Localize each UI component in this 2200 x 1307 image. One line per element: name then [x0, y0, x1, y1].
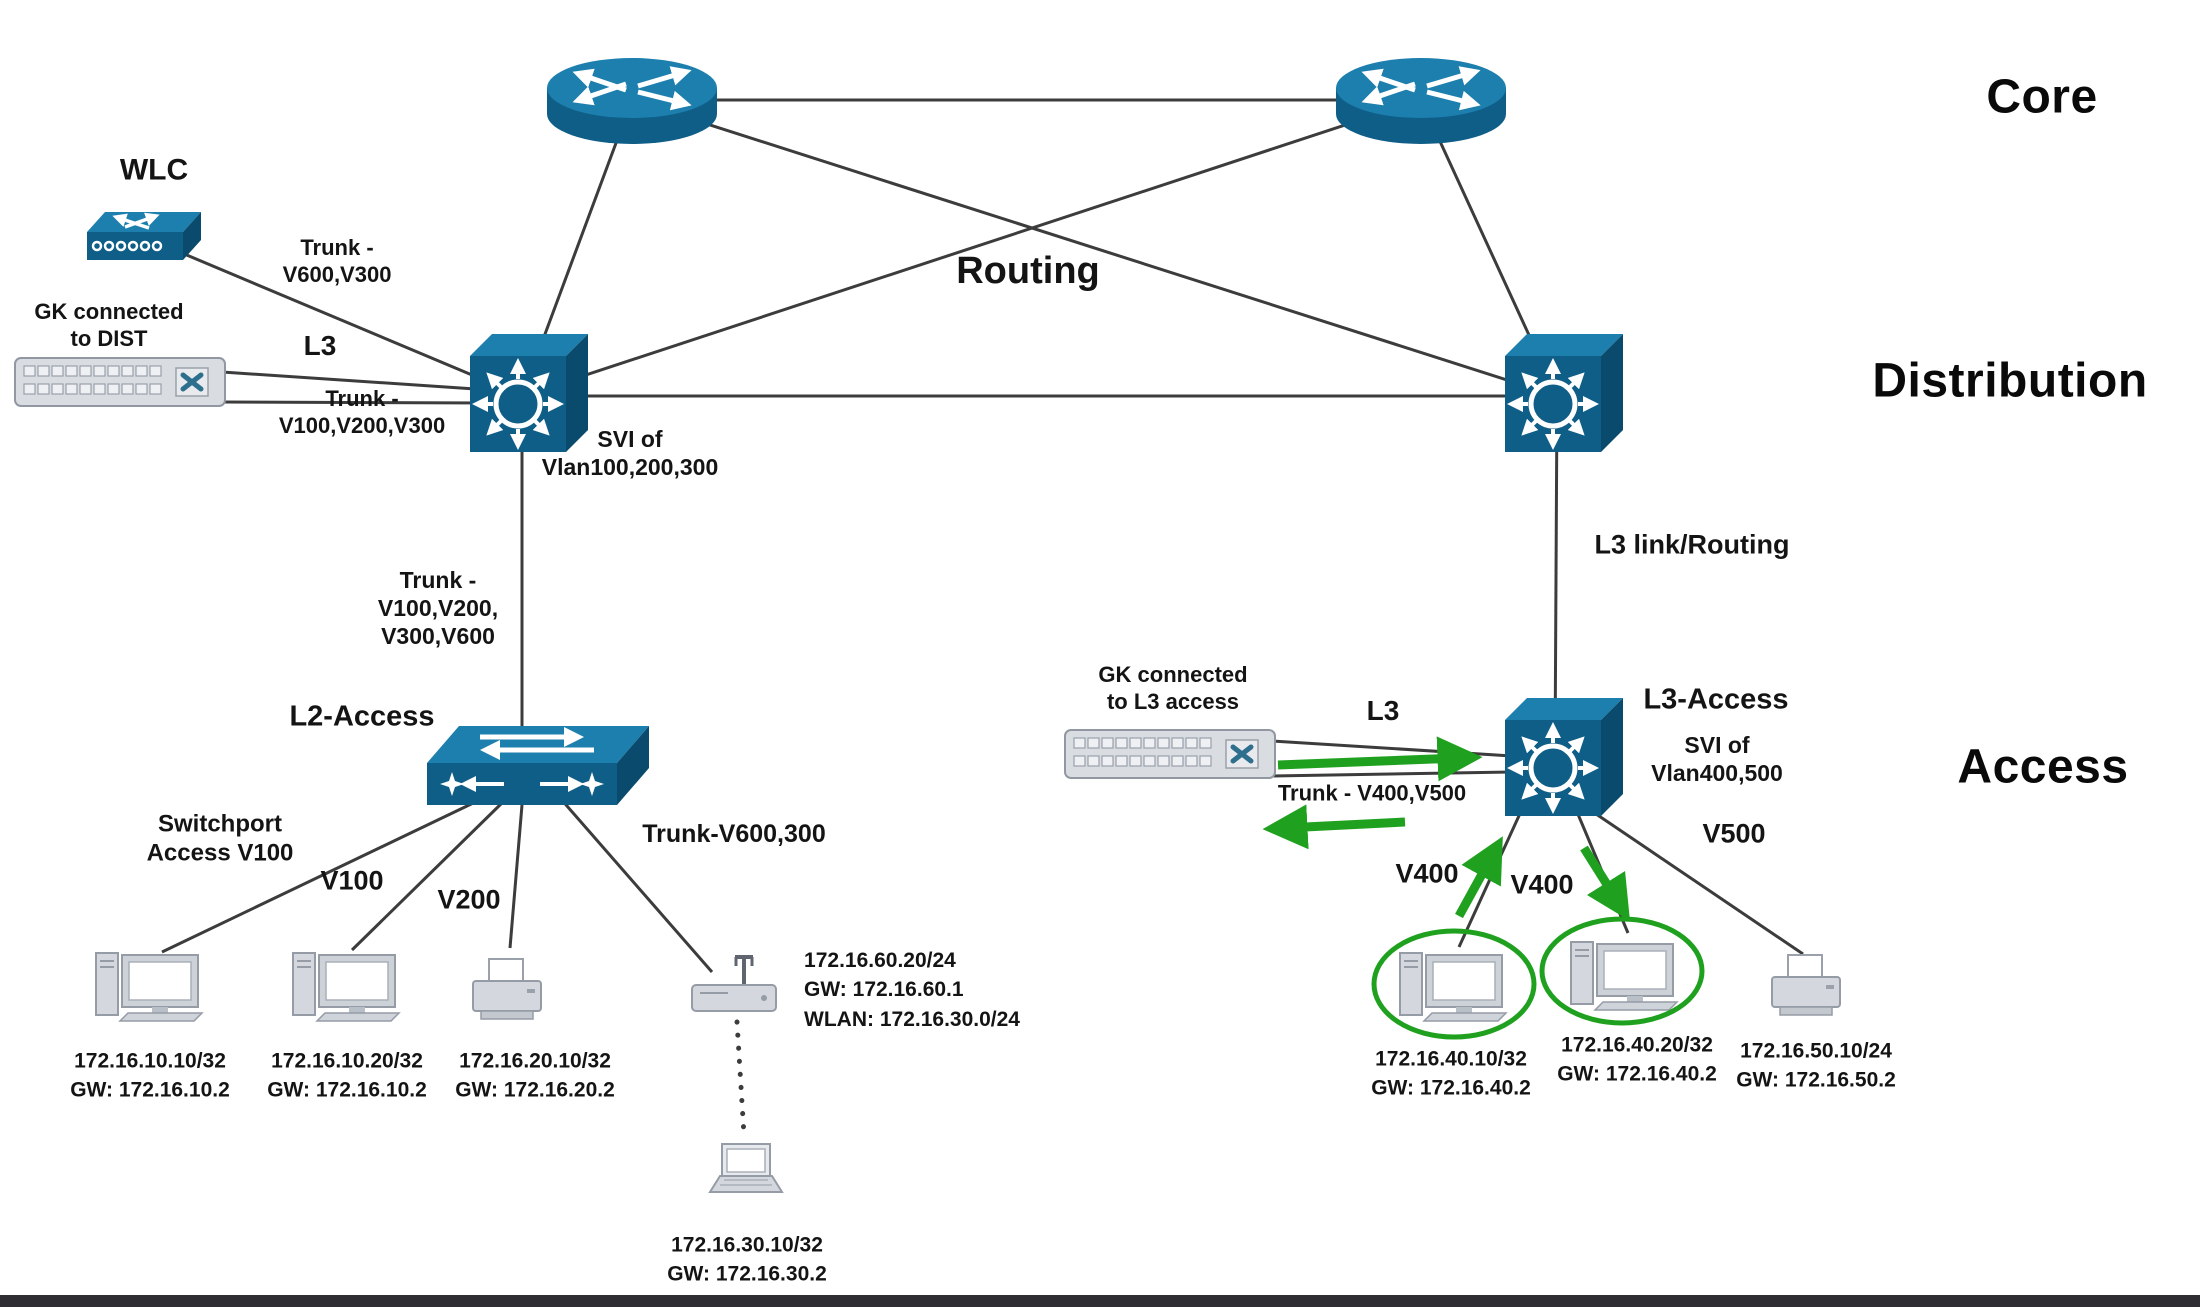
switchport-access-label: Switchport Access V100: [146, 810, 294, 867]
printer1-icon: [472, 958, 542, 1020]
green-arrow-pc3-up: [1455, 836, 1503, 919]
svi-dist-label: SVI of Vlan100,200,300: [541, 425, 719, 480]
l3-access-switch-icon: [1505, 698, 1623, 816]
printer1-ip-label: 172.16.20.10/32 GW: 172.16.20.2: [455, 1049, 615, 1102]
printer2-ip-label: 172.16.50.10/24 GW: 172.16.50.2: [1736, 1039, 1896, 1092]
green-arrow-to-switch: [1277, 736, 1483, 782]
pc3-ip-label: 172.16.40.10/32 GW: 172.16.40.2: [1371, 1047, 1531, 1100]
gk-l3access-label: GK connected to L3 access: [1098, 662, 1248, 714]
link-coreR-distL: [521, 98, 1422, 398]
link-coreL-distR: [631, 98, 1558, 398]
link-gk1-distL-trunk: [221, 400, 491, 405]
v500-label: V500: [1702, 818, 1766, 849]
l3-access-label: L3-Access: [1643, 683, 1789, 716]
connection-lines: [161, 98, 1804, 973]
core-router-right-icon: [1336, 58, 1506, 144]
gk-dist-label: GK connected to DIST: [34, 299, 184, 351]
layer-label-access: Access: [1957, 740, 2129, 794]
v100-label: V100: [320, 865, 384, 896]
core-router-left-icon: [547, 58, 717, 144]
link-gk2-l3access-trunk: [1271, 770, 1513, 778]
v200-label: V200: [437, 884, 501, 915]
downlink-trunk-label: Trunk - V100,V200, V300,V600: [377, 566, 499, 650]
wlc-label: WLC: [119, 153, 189, 187]
l2-access-switch-icon: [427, 726, 649, 805]
pc3-icon: [1399, 952, 1507, 1022]
ap-ip-label: 172.16.60.20/24 GW: 172.16.60.1 WLAN: 17…: [804, 948, 1020, 1031]
laptop-icon: [709, 1143, 783, 1193]
link-l2-pc2: [350, 798, 507, 952]
link-gk1-distL-l3: [221, 370, 491, 392]
pc4-icon: [1570, 941, 1678, 1011]
highlight-annotations: [1262, 736, 1705, 1040]
link-wlc-distL: [169, 246, 523, 398]
pc1-icon: [95, 952, 203, 1022]
pc2-icon: [292, 952, 400, 1022]
svi-access-label: SVI of Vlan400,500: [1651, 731, 1783, 786]
printer2-icon: [1771, 954, 1841, 1016]
l3-link-routing-label: L3 link/Routing: [1594, 529, 1790, 560]
link-gk2-l3access-l3: [1271, 739, 1513, 758]
trunk-v400-label: Trunk - V400,V500: [1277, 780, 1467, 806]
l3-left-label: L3: [303, 329, 337, 361]
pc4-ip-label: 172.16.40.20/32 GW: 172.16.40.2: [1557, 1033, 1717, 1086]
trunk-v600-label: Trunk-V600,300: [642, 819, 826, 848]
link-l2-pc1: [161, 793, 491, 954]
gk-trunk-label: Trunk - V100,V200,V300: [278, 386, 446, 438]
v400-right-label: V400: [1510, 869, 1574, 900]
pc1-ip-label: 172.16.10.10/32 GW: 172.16.10.2: [70, 1049, 230, 1102]
gatekeeper-dist-device-icon: [15, 358, 225, 406]
green-arrow-pc4-down: [1580, 845, 1630, 922]
green-arrow-to-gk: [1262, 804, 1406, 850]
routing-label: Routing: [956, 249, 1100, 292]
layer-label-distribution: Distribution: [1872, 354, 2148, 408]
gatekeeper-l3access-device-icon: [1065, 730, 1275, 778]
l3-right-label: L3: [1366, 694, 1400, 726]
highlight-ellipse-pc3: [1371, 928, 1537, 1040]
distribution-switch-right-icon: [1505, 334, 1623, 452]
bottom-bar: [0, 1295, 2200, 1307]
wlc-trunk-label: Trunk - V600,V300: [282, 235, 392, 287]
link-l3access-printer2: [1564, 791, 1804, 956]
laptop-ip-label: 172.16.30.10/32 GW: 172.16.30.2: [667, 1233, 827, 1286]
link-l2-ap: [558, 797, 714, 973]
link-l2-printer1: [508, 804, 524, 949]
wlc-device-icon: [87, 212, 201, 260]
pc2-ip-label: 172.16.10.20/32 GW: 172.16.10.2: [267, 1049, 427, 1102]
l2-access-label: L2-Access: [289, 700, 435, 733]
layer-label-core: Core: [1986, 70, 2098, 124]
v400-left-label: V400: [1395, 858, 1459, 889]
link-ap-laptop-wireless: [734, 1019, 747, 1138]
